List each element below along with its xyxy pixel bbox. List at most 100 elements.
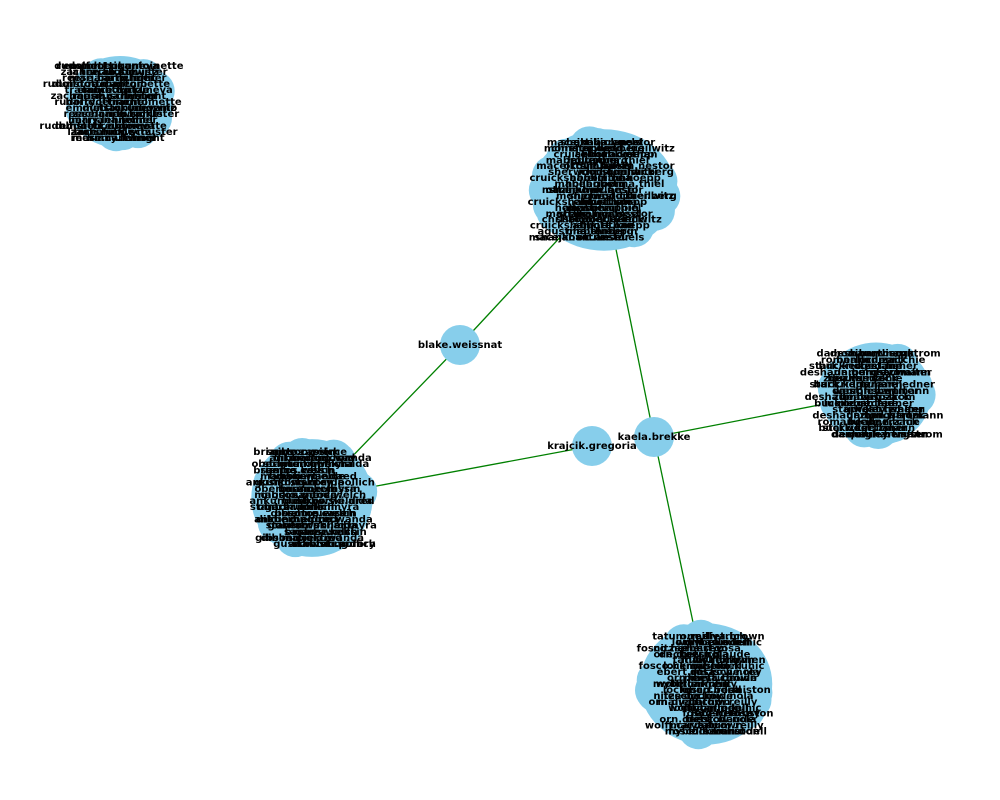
cluster-node-label: ebert.rosa	[694, 709, 753, 720]
cluster-node-label: traci.lubowitz	[64, 85, 142, 96]
cluster-node-label: stark.kertzmann	[822, 423, 915, 434]
cluster-node-label: lucile.ritchie	[832, 374, 903, 385]
cluster-node-label: zachariah.schuster	[72, 109, 179, 120]
cluster-node-label: lockman.odell	[688, 727, 767, 738]
cluster-node-label: cruickshank.ethan	[528, 197, 632, 208]
cluster-node-label: buckridge.lane	[813, 380, 897, 391]
cluster-node-label: ebert.rosa	[682, 643, 741, 654]
cluster-node-label: emmett.okuneva	[66, 103, 162, 114]
cluster-node-label: oberbrunner.myra	[251, 459, 353, 470]
cluster-node-label: nitzsche.rey	[691, 709, 760, 720]
cluster-node-label: lockman.odell	[663, 685, 742, 696]
cluster-node-label: harry.lehner	[65, 97, 134, 108]
cluster-node-label: tatum.reilly	[698, 721, 765, 732]
cluster-node-label: abbott.ona	[575, 197, 637, 208]
cluster-node-label: christopher.berg	[551, 143, 644, 154]
node-krajcik	[572, 426, 612, 466]
cluster-node-label: monique.dicki	[544, 143, 623, 154]
cluster-right	[817, 342, 936, 449]
cluster-node-label: elmira.koepp	[573, 197, 647, 208]
cluster-node-label: zion.wisozk	[860, 411, 925, 422]
cluster-node-label: feest.claude	[685, 715, 755, 726]
cluster-node-label: garza.kelli	[295, 527, 354, 538]
cluster-node-label: macejkovic.ansel	[545, 209, 641, 220]
cluster-node-label: gibson.pierce	[261, 490, 338, 501]
cluster-node-label: feest.claude	[663, 691, 733, 702]
cluster-node-label: mariana.lehner	[73, 91, 159, 102]
cluster-node-label: dibbert.eldred	[275, 472, 356, 483]
cluster-node-label: gibson.pierce	[255, 533, 332, 544]
cluster-node-label: deckow.nola	[687, 715, 757, 726]
cluster-node-label: wolff.carmen	[692, 655, 765, 666]
cluster-node-label: zachariah.schuster	[61, 67, 168, 78]
cluster-node-label: gusikowski.aida	[279, 459, 369, 470]
cluster-node-label: roman.ledner	[818, 417, 894, 428]
cluster-node-label: mybelle.kuhic	[665, 727, 744, 738]
cluster-node-label: lance.hickle	[69, 67, 136, 78]
cluster-node-label: roman.ledner	[859, 380, 935, 391]
cluster-node-label: wolff.carmen	[676, 637, 749, 648]
cluster-node-label: gusikowski.aida	[273, 539, 363, 550]
cluster-node-label: deshaun.bergstrom	[800, 367, 911, 378]
cluster-node-label: elmira.koepp	[587, 173, 661, 184]
cluster-node-label: mabel.rippin	[567, 203, 639, 214]
cluster-node-label: damon.hartmann	[817, 349, 914, 360]
cluster-node-label: hollenberg	[555, 203, 616, 214]
cluster-node-label: shanahan.nestor	[535, 233, 630, 244]
cluster-node	[564, 190, 605, 231]
cluster-node-label: maggio.wanda	[281, 533, 364, 544]
cluster-node-label: ottilie.huels	[577, 233, 645, 244]
cluster-node-label: hollenberg	[573, 227, 634, 238]
cluster-node-label: buckridge.lane	[814, 398, 898, 409]
cluster-labels: macejkovic.anselottilie.huelsshanahan.ne…	[528, 138, 677, 244]
cluster-node-label: west.fisher	[833, 386, 896, 397]
cluster-node-label: quigley.walter	[844, 405, 924, 416]
cluster-node-label: oberbrunner.myra	[254, 484, 356, 495]
cluster-node	[841, 361, 882, 402]
cluster-node-label: ankunding.rory	[289, 539, 376, 550]
cluster-node-label: dunston.eugenio	[54, 61, 149, 72]
cluster-node-label: stanton.pollich	[250, 502, 335, 513]
cluster-node-label: shanahan.nestor	[580, 161, 675, 172]
cluster-node-label: beahan.zack	[840, 392, 911, 403]
cluster-node-label: santos.welch	[260, 465, 334, 476]
cluster-node-label: ankunding.rory	[269, 453, 356, 464]
cluster-node-label: harry.lehner	[68, 115, 137, 126]
cluster-node	[667, 628, 708, 669]
cluster-node-label: sherwood.lueilwitz	[569, 143, 675, 154]
cluster-node-label: lucile.ritchie	[849, 417, 920, 428]
cluster-node-label: mabel.rippin	[566, 227, 638, 238]
cluster-node-label: ankunding.rory	[246, 478, 333, 489]
cluster-node-label: macejkovic.ansel	[536, 161, 632, 172]
cluster-node-label: maiya.brown	[657, 697, 730, 708]
cluster-node-label: stanton.pollich	[266, 521, 351, 532]
cluster-node-label: lucile.ritchie	[855, 355, 926, 366]
cluster-node-label: stark.kertzmann	[832, 405, 925, 416]
cluster-node-label: emmett.okuneva	[60, 121, 156, 132]
cluster-node-label: zion.wisozk	[833, 392, 898, 403]
cluster-node-label: deshaun.bergstrom	[830, 349, 941, 360]
cluster-node-label: mybelle.kuhic	[683, 703, 762, 714]
cluster-node-label: deshaun.bergstrom	[805, 392, 916, 403]
cluster-node	[108, 72, 148, 113]
cluster-node-label: elmira.koepp	[580, 149, 654, 160]
cluster-node-label: tatum.reilly	[691, 697, 758, 708]
cluster-node-label: sherwood.lueilwitz	[548, 167, 654, 178]
cluster-node-label: reese.cartwright	[64, 109, 158, 120]
cluster-node-label: wolff.carmen	[645, 721, 718, 732]
cluster-node	[613, 164, 654, 205]
cluster-node-label: agustina.thiel	[563, 203, 641, 214]
cluster-node-label: brianne.cassin	[278, 484, 360, 495]
cluster-node	[558, 153, 599, 194]
cluster-node-label: ankunding.rory	[254, 515, 341, 526]
cluster-node-label: monique.dicki	[578, 167, 657, 178]
cluster-node-label: cruickshank.ethan	[529, 173, 633, 184]
cluster-node-label: traci.lubowitz	[81, 67, 159, 78]
cluster-node-label: ankunding.rory	[249, 496, 336, 507]
cluster-node-label: beahan.zack	[827, 374, 898, 385]
cluster-node-label: maiya.brown	[692, 632, 765, 643]
cluster-node-label: hollenberg	[565, 179, 626, 190]
cluster-node-label: feest.claude	[687, 673, 757, 684]
cluster-node-label: dunston.eugenio	[52, 79, 147, 90]
cluster-node-label: fosco.hermiston	[680, 685, 771, 696]
